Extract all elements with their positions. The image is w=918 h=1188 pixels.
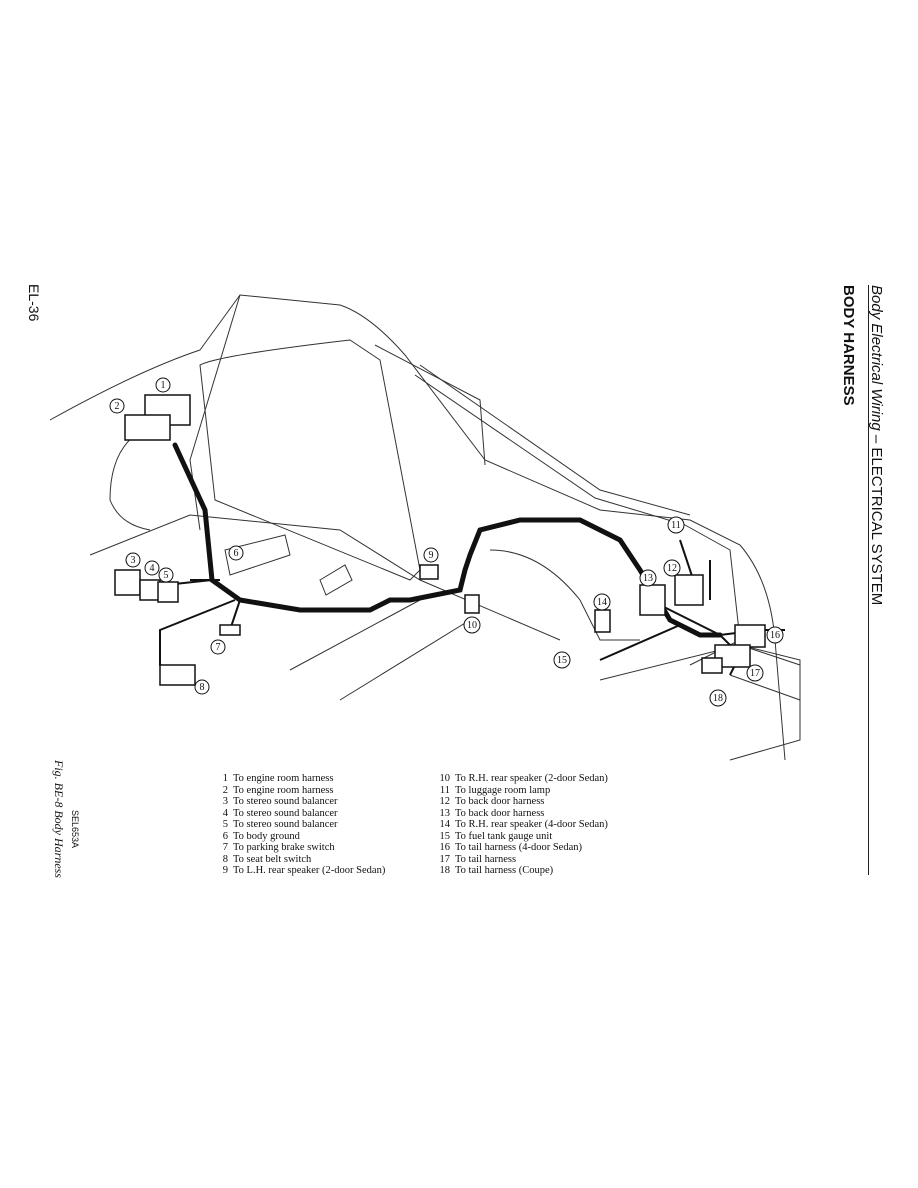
body-harness-diagram: 1 2 3 4 5 6 7 8 9 10 11 12 13 14 15 16 1… <box>49 294 801 761</box>
roof-edge <box>189 294 241 531</box>
connector-3 <box>114 569 141 596</box>
connector-18 <box>701 657 723 674</box>
connector-16 <box>734 624 766 648</box>
section-heading: Body Electrical Wiring – ELECTRICAL SYST… <box>868 285 885 605</box>
connector-10 <box>464 594 480 614</box>
callout-13: 13 <box>643 573 653 584</box>
callout-18: 18 <box>713 693 723 704</box>
connector-2 <box>124 414 171 441</box>
floor-line-3 <box>339 619 471 701</box>
connector-17 <box>714 644 751 668</box>
door-frame <box>199 339 421 581</box>
callout-8: 8 <box>200 682 205 693</box>
callout-16: 16 <box>770 630 780 641</box>
callout-1: 1 <box>161 380 166 391</box>
callout-15: 15 <box>557 655 567 666</box>
connector-13 <box>639 584 666 616</box>
console <box>319 564 353 596</box>
callout-7: 7 <box>216 642 221 653</box>
connector-12 <box>674 574 704 606</box>
callout-14: 14 <box>597 597 607 608</box>
callout-4: 4 <box>150 563 155 574</box>
wheel-arch-front <box>109 434 151 531</box>
rear-window <box>374 344 486 466</box>
reference-code: SEL653A <box>70 810 80 849</box>
header-rule <box>868 285 869 875</box>
sill <box>224 534 291 576</box>
section-heading-italic: Body Electrical Wiring <box>868 285 885 431</box>
section-heading-rest: – ELECTRICAL SYSTEM <box>868 430 885 606</box>
callout-9: 9 <box>429 550 434 561</box>
floor-line-2 <box>289 599 421 671</box>
callout-6: 6 <box>234 548 239 559</box>
page-title: BODY HARNESS <box>840 285 857 406</box>
callout-5: 5 <box>164 570 169 581</box>
rear-pillar <box>419 364 691 516</box>
main-harness <box>172 442 723 638</box>
wheel-arch-rear <box>489 549 640 641</box>
callout-12: 12 <box>667 563 677 574</box>
callout-11: 11 <box>671 520 681 531</box>
connector-7 <box>219 624 241 636</box>
trunk-edge <box>599 644 801 761</box>
figure-caption: Fig. BE-8 Body Harness <box>52 760 66 878</box>
connector-4 <box>139 579 161 601</box>
callout-2: 2 <box>115 401 120 412</box>
connector-8 <box>159 664 196 686</box>
callout-3: 3 <box>131 555 136 566</box>
body-outline <box>49 294 786 761</box>
rear-pillar-2 <box>414 374 686 526</box>
connector-5 <box>157 581 179 603</box>
callout-17: 17 <box>750 668 760 679</box>
connector-14 <box>594 609 611 633</box>
callout-10: 10 <box>467 620 477 631</box>
connector-9 <box>419 564 439 580</box>
